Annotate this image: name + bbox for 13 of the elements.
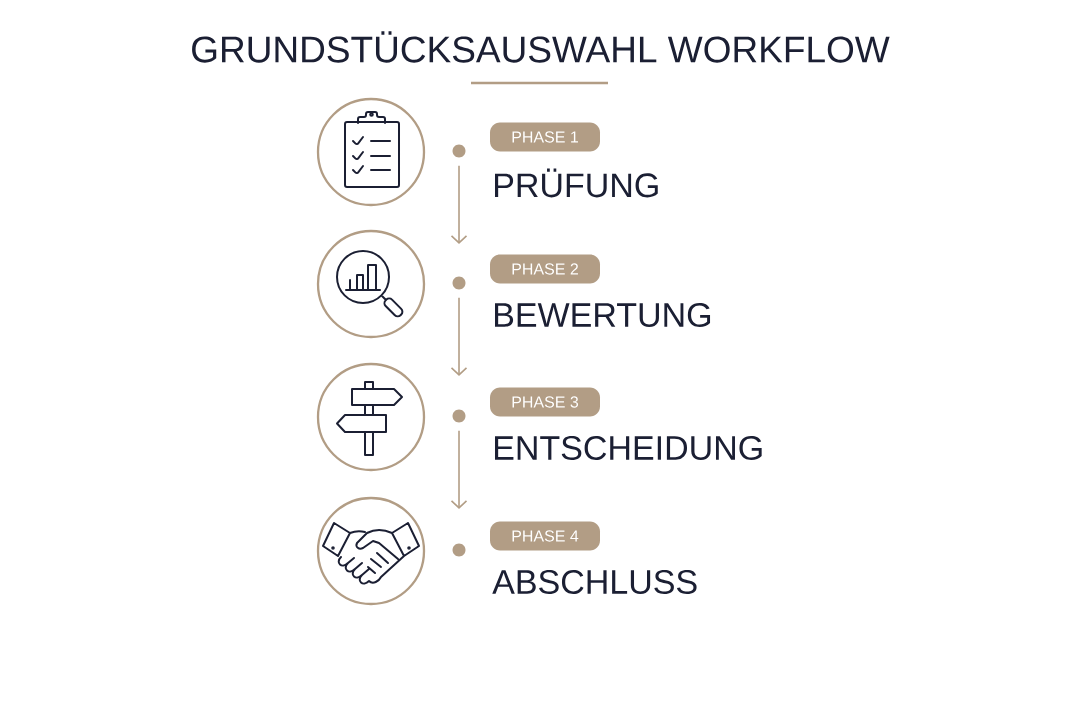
phase-badge: PHASE 2 [490,254,600,284]
icon-circle [316,229,426,339]
phase-name: BEWERTUNG [495,302,711,328]
phase-badge: PHASE 4 [490,521,600,551]
icon-circle [316,362,426,472]
icon-circle [316,496,426,606]
phase-name: ABSCHLUSS [492,569,697,595]
phase-name: PRÜFUNG [495,168,658,198]
phase-badge: PHASE 3 [490,387,600,417]
phase-name: ENTSCHEIDUNG [495,435,762,461]
phase-badge: PHASE 1 [490,122,600,152]
icon-circle [316,97,426,207]
title: GRUNDSTÜCKSAUSWAHL WORKFLOW [192,31,890,63]
